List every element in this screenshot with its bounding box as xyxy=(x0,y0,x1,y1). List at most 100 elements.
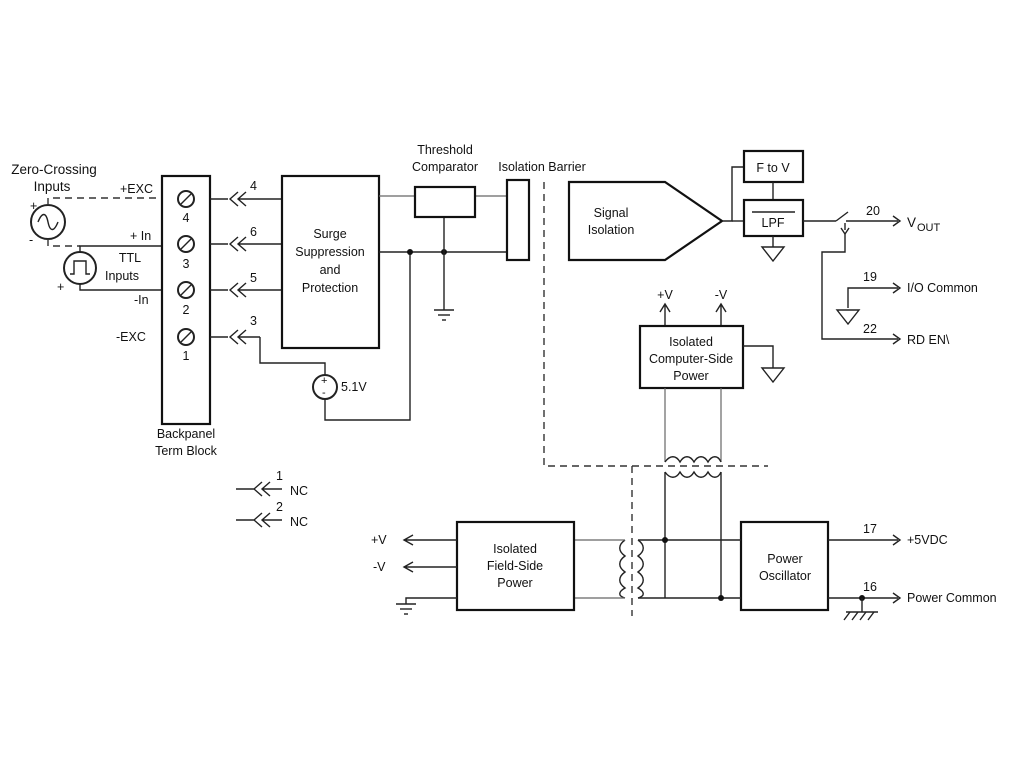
terminal-number: 1 xyxy=(183,349,190,363)
ground-icon xyxy=(760,246,786,263)
rd-en-pin-number: 22 xyxy=(863,322,877,336)
exc-pos-dashed-wire xyxy=(47,197,185,205)
oscillator-label-line2: Oscillator xyxy=(759,569,811,583)
field-power-line: Power xyxy=(497,576,532,590)
terminal-label-exc-pos: +EXC xyxy=(120,182,153,196)
surge-label-line: Protection xyxy=(302,281,358,295)
isolation-boundary-line xyxy=(543,182,768,467)
threshold-label-line1: Threshold xyxy=(417,143,473,157)
arrow-right-icon xyxy=(892,333,902,345)
ground-icon xyxy=(396,603,416,615)
arrow-right-icon xyxy=(892,592,902,604)
io-common-wire xyxy=(847,287,898,308)
computer-power-ground-wire xyxy=(743,345,774,368)
power-oscillator-block xyxy=(739,520,830,612)
ttl-label-line1: TTL xyxy=(119,251,141,265)
computer-side-power-block xyxy=(638,324,745,390)
arrow-right-icon xyxy=(892,534,902,546)
field-rail-pos-label: +V xyxy=(371,533,387,547)
surge-label-line: and xyxy=(320,263,341,277)
nc-pin-number: 1 xyxy=(276,469,283,483)
surge-suppression-block xyxy=(280,174,381,350)
isolation-barrier-label: Isolation Barrier xyxy=(498,160,586,174)
power-common-pin-number: 16 xyxy=(863,580,877,594)
field-side-power-block xyxy=(455,520,576,612)
oscillator-label-line1: Power xyxy=(767,552,802,566)
vout-subscript: OUT xyxy=(917,222,941,234)
pin-number: 4 xyxy=(250,179,257,193)
terminal-number: 4 xyxy=(183,211,190,225)
in-pos-wire xyxy=(79,245,185,252)
f-to-v-block xyxy=(742,149,805,184)
arrow-right-icon xyxy=(892,215,902,227)
transformer-icon xyxy=(619,539,644,599)
surge-label-line: Suppression xyxy=(295,245,365,259)
nc-label: NC xyxy=(290,515,308,529)
io-common-label: I/O Common xyxy=(907,281,978,295)
ground-icon xyxy=(434,309,454,321)
isolation-to-ftov-wire xyxy=(722,166,744,222)
zero-crossing-label-line1: Zero-Crossing xyxy=(11,162,97,177)
isolation-barrier-block xyxy=(505,178,531,262)
terminal-number: 2 xyxy=(183,303,190,317)
arrow-right-icon xyxy=(892,282,902,294)
field-power-feed-wire xyxy=(574,539,625,599)
f-to-v-label: F to V xyxy=(756,161,790,175)
rd-en-wire xyxy=(821,234,898,340)
lpf-block xyxy=(742,198,805,238)
computer-rail-neg-label: -V xyxy=(715,288,728,302)
switch-control-arrow xyxy=(840,223,850,236)
field-rail-neg-label: -V xyxy=(373,560,386,574)
connector-pin-icon xyxy=(236,481,282,528)
term-block-label-line1: Backpanel xyxy=(157,427,215,441)
computer-power-line: Computer-Side xyxy=(649,352,733,366)
arrow-left-icon xyxy=(402,534,457,546)
nc-label: NC xyxy=(290,484,308,498)
signal-isolation-line2: Isolation xyxy=(588,223,635,237)
threshold-comparator-block xyxy=(413,185,477,219)
terminal-label-in-pos: + In xyxy=(130,229,151,243)
computer-power-line: Power xyxy=(673,369,708,383)
output-switch xyxy=(835,211,849,222)
svg-text:+: + xyxy=(321,375,327,387)
junction-dot xyxy=(718,595,724,601)
zero-crossing-label-line2: Inputs xyxy=(34,179,71,194)
nc-pin-number: 2 xyxy=(276,500,283,514)
pin-number: 6 xyxy=(250,225,257,239)
ground-icon xyxy=(835,309,861,326)
in-neg-wire xyxy=(79,284,185,291)
signal-isolation-block xyxy=(567,180,724,262)
computer-power-line: Isolated xyxy=(669,335,713,349)
zener-voltage-label: 5.1V xyxy=(341,380,367,394)
computer-power-feed-wire xyxy=(664,388,722,462)
field-power-line: Field-Side xyxy=(487,559,543,573)
zener-return-wire xyxy=(324,252,411,421)
terminal-number: 3 xyxy=(183,257,190,271)
lpf-label: LPF xyxy=(762,216,785,230)
pulse-source-icon xyxy=(63,251,97,285)
threshold-label-line2: Comparator xyxy=(412,160,478,174)
pin-number: 5 xyxy=(250,271,257,285)
field-power-line: Isolated xyxy=(493,542,537,556)
terminal-label-in-neg: -In xyxy=(134,293,149,307)
screw-terminal-icon xyxy=(177,190,195,346)
svg-text:-: - xyxy=(322,387,326,399)
transformer-icon xyxy=(664,456,722,478)
ac-neg-dashed-wire xyxy=(47,239,80,247)
arrow-up-icon xyxy=(659,302,671,326)
ac-minus-sign: - xyxy=(29,233,33,247)
pin-number: 3 xyxy=(250,314,257,328)
junction-dot xyxy=(662,537,668,543)
connector-pin-icon xyxy=(210,191,282,345)
power-common-label: Power Common xyxy=(907,591,997,605)
vdc-label: +5VDC xyxy=(907,533,948,547)
rd-en-label: RD EN\ xyxy=(907,333,950,347)
signal-isolation-line1: Signal xyxy=(594,206,629,220)
io-common-pin-number: 19 xyxy=(863,270,877,284)
exc-neg-wire xyxy=(259,337,326,375)
junction-dot xyxy=(407,249,413,255)
computer-rail-pos-label: +V xyxy=(657,288,673,302)
field-power-ground-wire xyxy=(405,597,457,604)
ground-icon xyxy=(760,367,786,384)
